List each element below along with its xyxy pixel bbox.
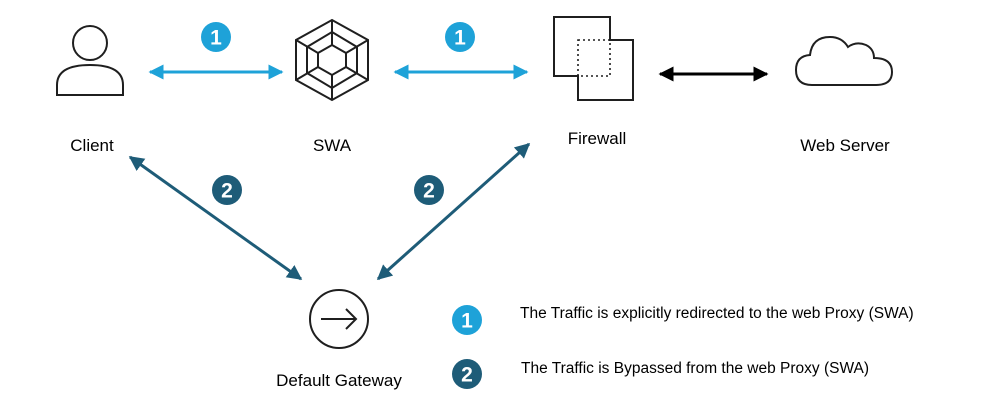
legend-text-1: The Traffic is explicitly redirected to … — [520, 305, 914, 322]
badge-1-client-swa: 1 — [201, 22, 231, 52]
svg-text:2: 2 — [461, 364, 473, 387]
link-client-gateway — [128, 155, 303, 281]
hexagon-cube-icon — [295, 18, 369, 102]
person-icon — [56, 25, 124, 96]
svg-text:1: 1 — [210, 27, 222, 50]
gateway-label: Default Gateway — [276, 371, 402, 390]
svg-text:2: 2 — [423, 180, 435, 203]
cloud-icon — [794, 35, 894, 86]
legend: 1 The Traffic is explicitly redirected t… — [452, 305, 914, 389]
badge-2-gateway-firewall: 2 — [414, 175, 444, 205]
legend-item-2: 2 The Traffic is Bypassed from the web P… — [452, 359, 869, 389]
client-label: Client — [70, 136, 114, 155]
firewall-icon — [553, 16, 634, 101]
web-server-label: Web Server — [800, 136, 890, 155]
badge-1-swa-firewall: 1 — [445, 22, 475, 52]
svg-text:2: 2 — [221, 180, 233, 203]
firewall-label: Firewall — [568, 129, 627, 148]
arrow-circle-icon — [309, 289, 369, 349]
link-gateway-firewall — [376, 142, 531, 281]
legend-item-1: 1 The Traffic is explicitly redirected t… — [452, 305, 914, 335]
swa-label: SWA — [313, 136, 352, 155]
svg-text:1: 1 — [461, 310, 473, 333]
legend-text-2: The Traffic is Bypassed from the web Pro… — [521, 360, 869, 377]
svg-text:1: 1 — [454, 27, 466, 50]
badge-2-client-gateway: 2 — [212, 175, 242, 205]
